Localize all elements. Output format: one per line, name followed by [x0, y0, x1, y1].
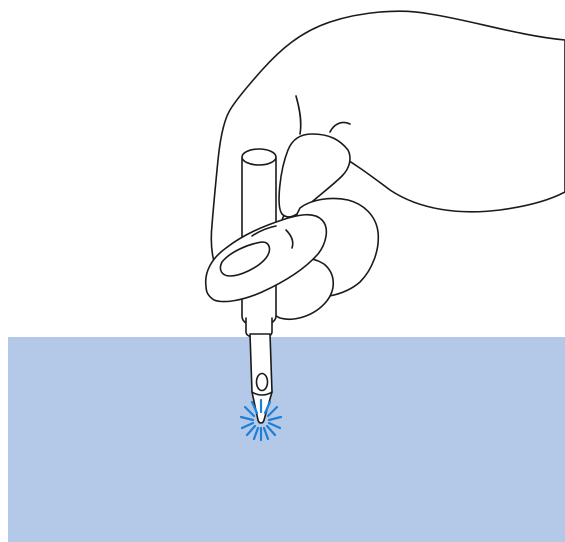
touch-surface	[8, 337, 565, 542]
stylus-button	[257, 374, 268, 391]
stylus-cap	[242, 149, 276, 165]
